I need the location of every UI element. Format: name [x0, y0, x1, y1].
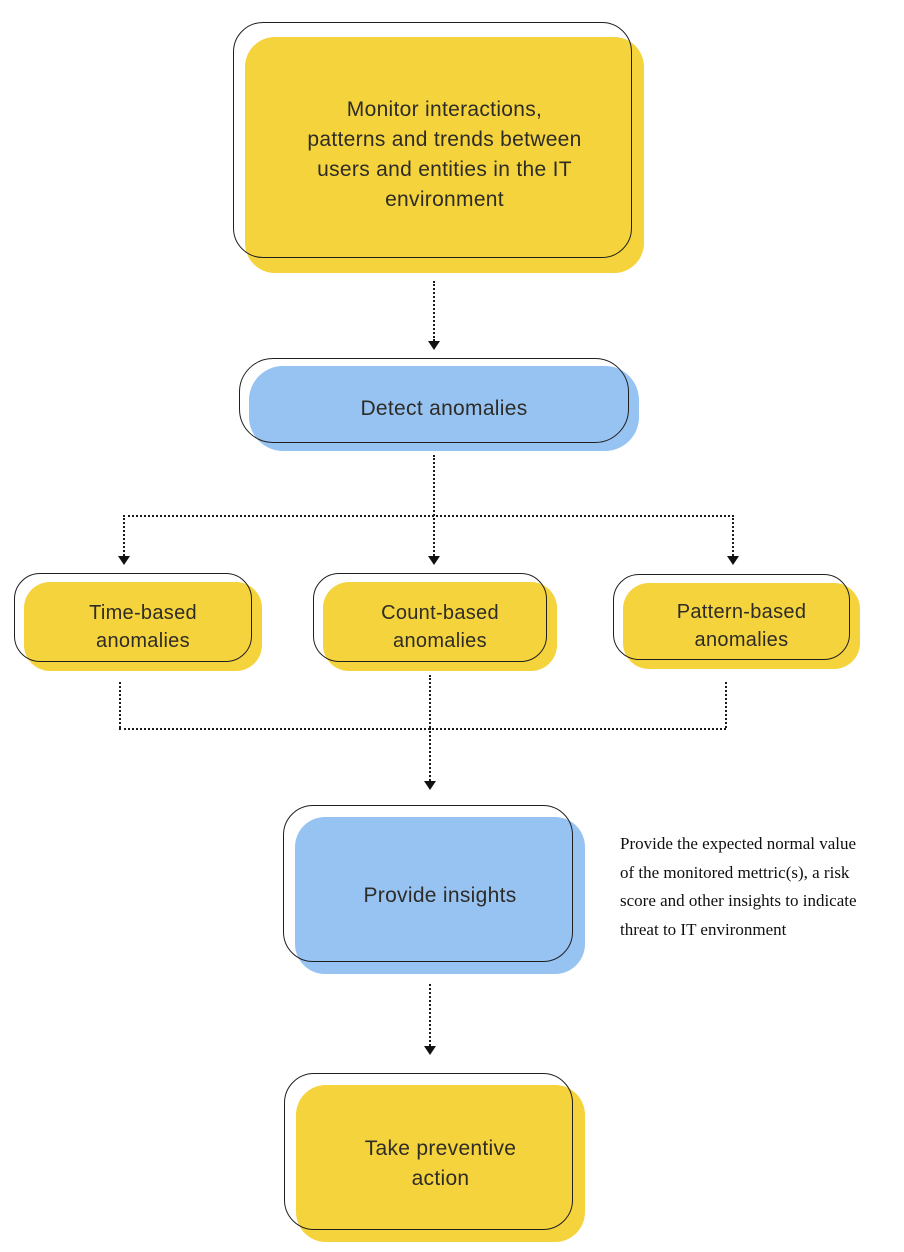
arrowhead-icon: [424, 781, 436, 790]
node-detect-fill: [249, 366, 639, 451]
node-action-label: Take preventive action: [364, 1136, 517, 1190]
node-count-fill: [323, 582, 557, 671]
node-monitor: Monitor interactions, patterns and trend…: [233, 22, 644, 273]
node-pattern-based-anomalies: Pattern-based anomalies: [613, 574, 860, 669]
node-monitor-outline: [233, 22, 632, 258]
insights-annotation-text: Provide the expected normal value of the…: [620, 834, 857, 939]
connector-branch-rail-top: [123, 515, 734, 517]
connector-time-merge: [119, 682, 121, 728]
arrowhead-icon: [424, 1046, 436, 1055]
node-action-outline: [284, 1073, 573, 1230]
node-insights-label: Provide insights: [363, 883, 517, 907]
node-action-fill: [296, 1085, 585, 1242]
node-pattern-outline: [613, 574, 850, 660]
node-time-outline: [14, 573, 252, 662]
node-detect-label: Detect anomalies: [360, 396, 528, 420]
node-count-outline: [313, 573, 547, 662]
node-time-fill: [24, 582, 262, 671]
node-pattern-fill: [623, 583, 860, 669]
node-count-label: Count-based anomalies: [381, 601, 499, 652]
node-insights-outline: [283, 805, 573, 962]
connector-monitor-detect: [433, 281, 435, 341]
connector-insights-action: [429, 984, 431, 1046]
node-pattern-label: Pattern-based anomalies: [676, 601, 807, 651]
node-detect-outline: [239, 358, 629, 443]
node-time-label: Time-based anomalies: [89, 601, 197, 652]
node-take-preventive-action: Take preventive action: [284, 1073, 585, 1242]
connector-branch-left-drop: [123, 515, 125, 556]
connector-pattern-merge: [725, 682, 727, 728]
node-time-based-anomalies: Time-based anomalies: [14, 573, 262, 671]
node-monitor-fill: [245, 37, 644, 273]
node-count-based-anomalies: Count-based anomalies: [313, 573, 557, 671]
connector-merge-insights: [429, 728, 431, 781]
connector-detect-branch-center: [433, 455, 435, 556]
node-provide-insights: Provide insights: [283, 805, 585, 974]
arrowhead-icon: [428, 556, 440, 565]
connector-count-merge: [429, 675, 431, 728]
node-monitor-label: Monitor interactions, patterns and trend…: [307, 98, 582, 211]
node-insights-fill: [295, 817, 585, 974]
connector-branch-right-drop: [732, 515, 734, 556]
arrowhead-icon: [118, 556, 130, 565]
arrowhead-icon: [428, 341, 440, 350]
node-detect-anomalies: Detect anomalies: [239, 358, 639, 451]
connector-merge-rail-bottom: [119, 728, 726, 730]
arrowhead-icon: [727, 556, 739, 565]
